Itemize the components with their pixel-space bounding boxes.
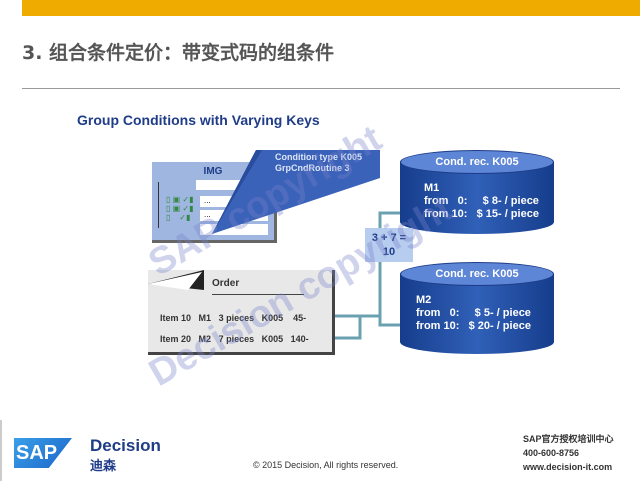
callout-condition-type: Condition type K005	[275, 152, 363, 162]
order-item-row: Item 20 M2 7 pieces K005 140-	[160, 334, 309, 344]
page-title: 3. 组合条件定价：带变式码的组条件	[22, 42, 335, 64]
sum-expression: 3 + 7 =	[371, 232, 407, 244]
item-material: M1	[198, 313, 212, 323]
tree-icons: ▯ ▣ ✓▮▯ ▣ ✓▮▯ ✓▮	[166, 195, 194, 222]
record-material: M2	[416, 294, 432, 306]
item-no: Item 10	[160, 313, 192, 323]
record-scale-line: from 10: $ 15- / piece	[424, 208, 539, 220]
training-center: SAP官方授权培训中心	[523, 434, 614, 444]
brand-name-cn: 迪森	[90, 458, 117, 473]
brand-name: Decision	[90, 436, 161, 455]
callout-routine: GrpCndRoutine 3	[275, 163, 350, 173]
footer-edge	[0, 420, 2, 481]
condition-record-m2: Cond. rec. K005 M2 from 0: $ 5- / piece …	[400, 262, 554, 358]
tree-line	[158, 182, 159, 228]
copyright: © 2015 Decision, All rights reserved.	[253, 460, 399, 470]
record-header: Cond. rec. K005	[400, 150, 554, 174]
callout-text: Condition type K005 GrpCndRoutine 3	[275, 152, 362, 174]
quantity-sum-box: 3 + 7 = 10	[365, 228, 413, 262]
item-value: 45-	[293, 313, 307, 323]
top-accent-bar	[22, 0, 640, 16]
img-row	[200, 224, 268, 235]
record-scale-line: from 0: $ 5- / piece	[416, 307, 531, 319]
item-condition: K005	[261, 313, 284, 323]
img-header-field	[196, 180, 268, 190]
img-label: IMG	[203, 166, 223, 177]
order-item-row: Item 10 M1 3 pieces K005 45-	[160, 313, 306, 323]
divider	[22, 88, 620, 89]
condition-record-m1: Cond. rec. K005 M1 from 0: $ 8- / piece …	[400, 150, 554, 246]
contact-info: SAP官方授权培训中心 400-600-8756 www.decision-it…	[523, 432, 614, 474]
sum-result: 10	[382, 246, 396, 258]
item-condition: K005	[261, 334, 284, 344]
item-value: 140-	[290, 334, 309, 344]
item-no: Item 20	[160, 334, 192, 344]
item-material: M2	[198, 334, 212, 344]
callout-shape	[212, 150, 380, 234]
order-document: Order Item 10 M1 3 pieces K005 45- Item …	[148, 270, 335, 355]
phone: 400-600-8756	[523, 448, 580, 458]
record-header: Cond. rec. K005	[400, 262, 554, 286]
order-label: Order	[212, 278, 240, 289]
record-scale-line: from 10: $ 20- / piece	[416, 320, 531, 332]
slide-subtitle: Group Conditions with Varying Keys	[77, 112, 320, 128]
website-link[interactable]: www.decision-it.com	[523, 462, 613, 472]
record-material: M1	[424, 182, 440, 194]
item-qty: 7 pieces	[218, 334, 255, 344]
record-scale-line: from 0: $ 8- / piece	[424, 195, 539, 207]
dog-ear-icon	[148, 270, 204, 290]
item-qty: 3 pieces	[218, 313, 255, 323]
callout-shadow	[212, 150, 262, 234]
order-underline	[212, 294, 304, 295]
connector-lines	[332, 211, 405, 340]
